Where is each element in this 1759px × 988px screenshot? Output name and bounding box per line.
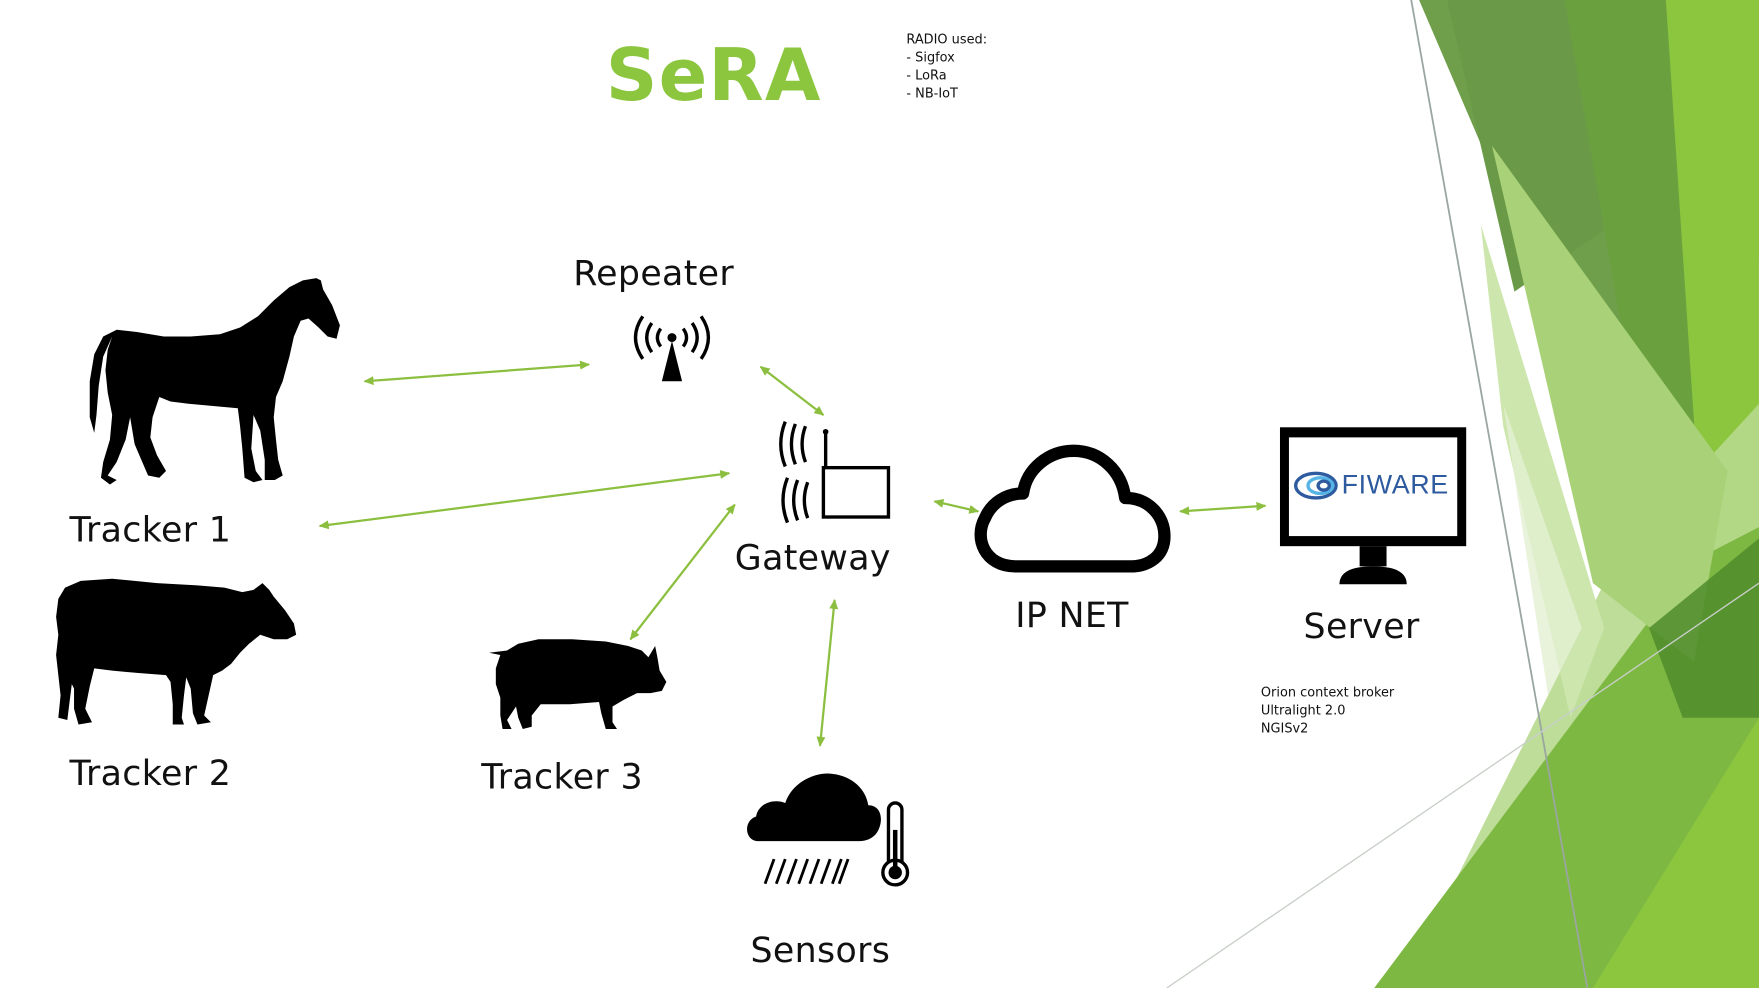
gateway-router-icon <box>779 421 891 524</box>
radio-note-item: - NB-IoT <box>906 85 958 101</box>
radio-note: RADIO used: - Sigfox - LoRa - NB-IoT <box>906 30 987 102</box>
arrow-repeater-gateway <box>759 365 825 416</box>
ip-net-label: IP NET <box>1015 595 1129 636</box>
server-label: Server <box>1303 606 1420 648</box>
tracker-2-label: Tracker 2 <box>69 753 232 795</box>
cloud-icon <box>974 444 1171 573</box>
sensors-label: Sensors <box>750 930 891 972</box>
arrow-ipnet-server <box>1179 501 1267 516</box>
arrow-tracker1-repeater <box>363 360 591 386</box>
server-note-line: Ultralight 2.0 <box>1260 702 1346 718</box>
server-note-line: Orion context broker <box>1260 684 1395 700</box>
tracker-1-label: Tracker 1 <box>69 510 232 551</box>
fiware-logo-mark <box>1293 471 1338 500</box>
server-note-line: NGISv2 <box>1260 720 1309 736</box>
tracker-3-label: Tracker 3 <box>481 757 643 798</box>
arrow-tracker1-gateway <box>318 469 731 530</box>
horse-icon <box>89 278 340 485</box>
gateway-label: Gateway <box>734 538 891 579</box>
cow-icon <box>56 578 297 725</box>
rain-thermometer-icon <box>747 773 910 887</box>
slide-title: SeRA <box>605 34 822 118</box>
monitor-icon <box>1279 427 1467 585</box>
antenna-icon <box>633 315 711 382</box>
pig-icon <box>489 639 667 729</box>
fiware-logo-text: FIWARE <box>1341 469 1449 501</box>
arrow-gateway-ipnet <box>933 498 980 514</box>
radio-note-heading: RADIO used: <box>906 31 988 48</box>
repeater-label: Repeater <box>573 253 735 294</box>
arrow-gateway-sensors <box>816 598 839 747</box>
radio-note-item: - Sigfox <box>906 49 955 66</box>
radio-note-item: - LoRa <box>906 67 947 83</box>
arrow-tracker3-gateway <box>629 503 736 641</box>
server-note: Orion context broker Ultralight 2.0 NGIS… <box>1261 683 1394 737</box>
